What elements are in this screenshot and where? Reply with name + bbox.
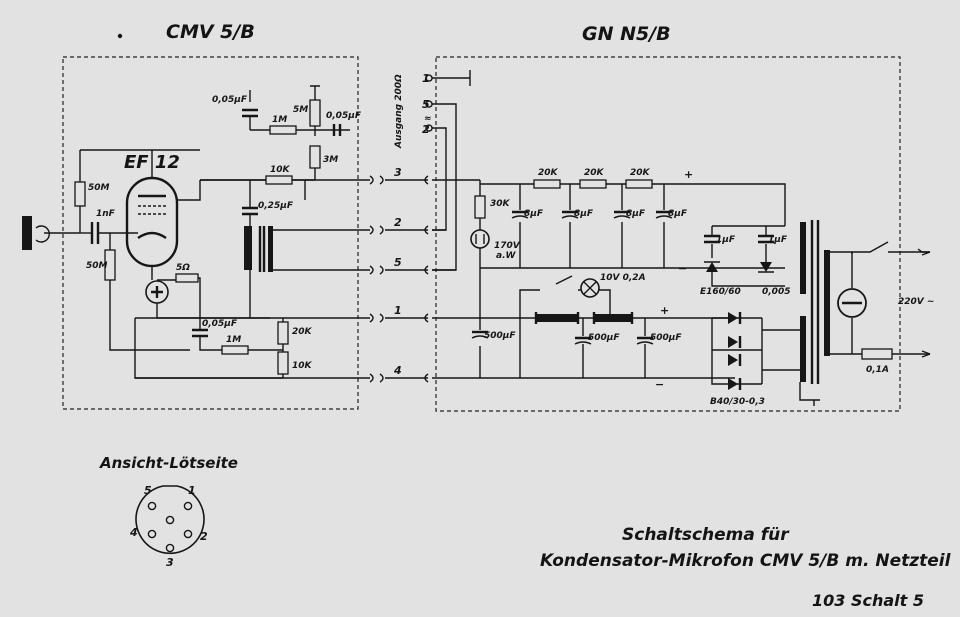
c-8uf-4-label: 8µF [668,209,688,219]
r-3m-label: 3M [323,155,338,165]
heater-lamp-symbol [145,280,169,304]
power-enclosure [435,56,901,412]
hv-filter-wiring [479,180,786,378]
r-1m-top-label: 1M [272,115,287,125]
cathode-wiring [156,277,270,330]
socket-pin-1: 1 [188,484,196,497]
c-500-1-label: 500µF [484,331,516,341]
ef12-tube-symbol [125,150,270,280]
r-5m-label: 5M [293,105,308,115]
caption-line-2: Kondensator-Mikrofon CMV 5/B m. Netzteil [540,551,952,571]
resistor-5m [309,99,321,127]
resistor-20k [277,321,289,345]
output-label: Ausgang 200Ω [394,74,404,149]
r-20k-3-label: 20K [630,168,651,178]
mains-switch-and-lamp [837,241,931,360]
line-4-label: 4 [393,364,402,377]
r-30k-label: 30K [490,199,511,209]
resistor-20k-3 [625,179,653,189]
socket-pin-3: 3 [166,556,174,569]
resistor-10k-bottom [277,351,289,375]
c-500-2-label: 500µF [588,333,620,343]
view-label: Ansicht-Lötseite [99,454,238,472]
c-005-right-label: 0,05µF [326,111,362,121]
rectifier-hv-2-label: 0,005 [762,287,790,297]
r-20k-label: 20K [292,327,313,337]
fuse-label: 0,1A [866,365,889,375]
stab-tube-sub-label: a.W [496,251,516,261]
r-50m-grid-label: 50M [86,261,108,271]
resistor-50m-grid [104,249,116,281]
r-10k-plate-label: 10K [270,165,291,175]
resistor-10k-plate [265,175,293,185]
r-10k-bottom-label: 10K [292,361,313,371]
c-8uf-3-label: 8µF [626,209,646,219]
r-20k-2-label: 20K [584,168,605,178]
r-20k-1-label: 20K [538,168,559,178]
line-5-label: 5 [394,256,402,269]
header-dot [117,33,123,39]
c-1uf-2-label: 1µF [768,235,788,245]
lv-filter-wiring [471,275,735,379]
din-socket-symbol [135,485,205,555]
resistor-5ohm [175,273,199,283]
stabilizer-tube-symbol [470,229,490,249]
mic-enclosure [62,56,359,410]
hv-rectifier-block [704,225,785,287]
socket-pin-2: 2 [200,530,208,543]
c-005-bottom-label: 0,05µF [202,319,238,329]
r-5ohm-label: 5Ω [176,263,190,273]
resistor-50m-top [74,181,86,207]
lamp-label: 10V 0,2A [600,273,646,283]
power-unit-title: GN N5/B [582,23,671,45]
c-005-top-label: 0,05µF [212,95,248,105]
c-8uf-1-label: 8µF [524,209,544,219]
minus-label-1: − [678,262,687,275]
c-500-3-label: 500µF [650,333,682,343]
c-1nf-label: 1nF [96,209,116,219]
microphone-capsule-symbol [22,216,80,250]
resistor-3m [309,145,321,169]
resistor-20k-1 [533,179,561,189]
resistor-1m-bottom [221,345,249,355]
mic-unit-title: CMV 5/B [166,21,255,43]
rectifier-hv-label: E160/60 [700,287,741,297]
mains-label: 220V ~ [898,297,934,307]
reference-label: 103 Schalt 5 [812,591,924,610]
plate-bias-wiring [242,85,350,200]
resistor-30k [474,195,486,219]
approx-symbol: ≈ [424,114,432,124]
bridge-rectifier-symbol [711,312,800,390]
c-025-label: 0,25µF [258,201,294,211]
plus-label-1: + [684,168,693,181]
output-connector-wiring [425,70,471,271]
socket-pin-4: 4 [129,526,138,539]
socket-pin-5: 5 [144,484,152,497]
minus-label-2: − [655,378,664,391]
line-2-label: 2 [394,216,402,229]
line-3-label: 3 [394,166,402,179]
r-50m-top-label: 50M [88,183,110,193]
caption-line-1: Schaltschema für [622,525,790,545]
resistor-20k-2 [579,179,607,189]
mic-output-transformer [242,180,273,318]
r-1m-bottom-label: 1M [226,335,241,345]
c-8uf-2-label: 8µF [574,209,594,219]
c-1uf-1-label: 1µF [716,235,736,245]
bridge-label: B40/30-0,3 [710,397,765,407]
pilot-lamp-symbol [580,278,600,298]
feedback-wiring [134,318,284,379]
line-1-label: 1 [394,304,402,317]
plus-label-2: + [660,304,669,317]
resistor-1m-top [269,125,297,135]
stab-tube-label: 170V [494,241,521,251]
